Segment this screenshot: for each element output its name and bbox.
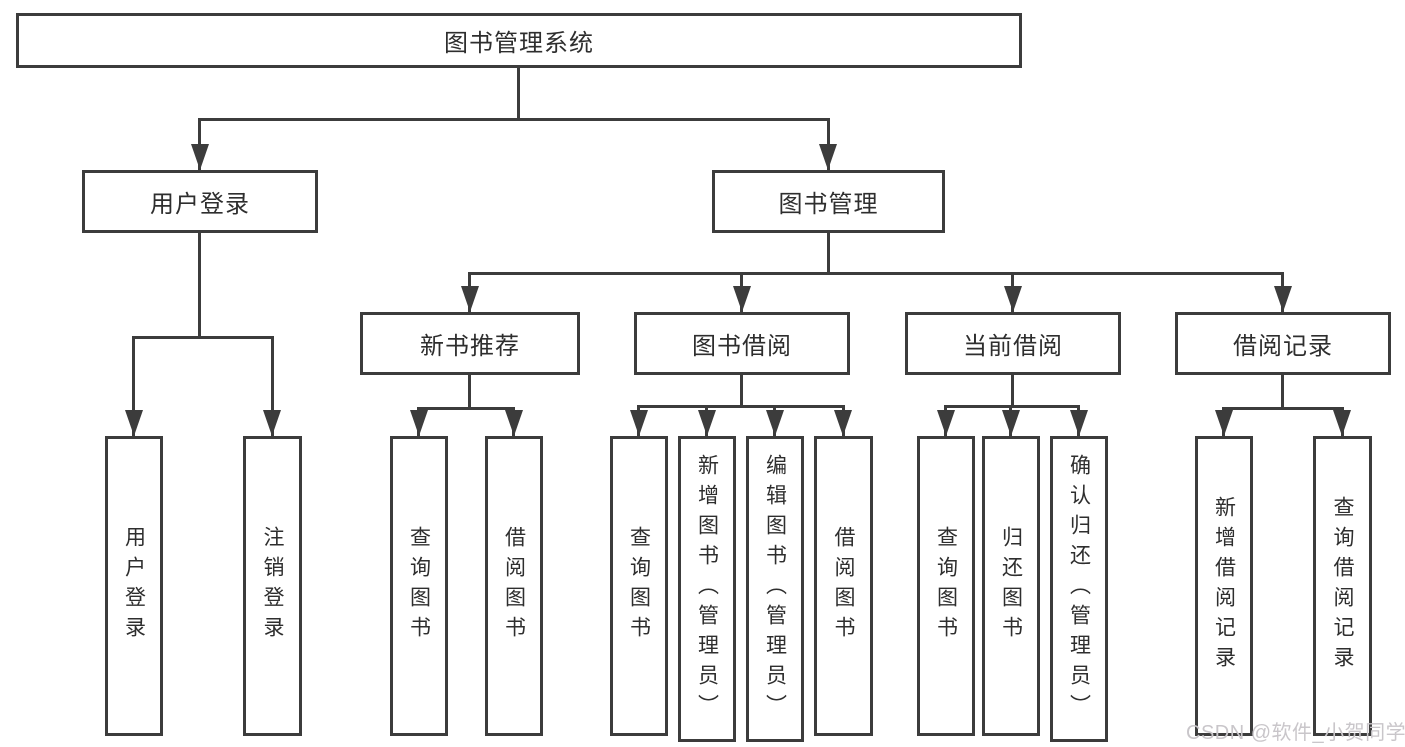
arrow-down-icon <box>1274 286 1292 312</box>
node-book-borrowing: 图书借阅 <box>634 312 850 375</box>
connector-level1-bar <box>198 118 830 121</box>
arrow-down-icon <box>733 286 751 312</box>
arrow-down-icon <box>630 410 648 436</box>
leaf-query-books: 查询图书 <box>610 436 668 736</box>
connector-user-login-bar <box>132 336 274 339</box>
connector-bar <box>417 407 515 410</box>
arrow-down-icon <box>1070 410 1088 436</box>
leaf-add-borrow-record: 新增借阅记录 <box>1195 436 1253 736</box>
leaf-add-books-admin: 新增图书（管理员） <box>678 436 736 742</box>
arrow-down-icon <box>191 144 209 170</box>
leaf-query-books: 查询图书 <box>917 436 975 736</box>
connector-bar <box>1222 407 1344 410</box>
node-new-book-recommend: 新书推荐 <box>360 312 580 375</box>
connector-root-stem <box>517 68 520 121</box>
leaf-query-borrow-record: 查询借阅记录 <box>1313 436 1372 736</box>
leaf-query-books: 查询图书 <box>390 436 448 736</box>
arrow-down-icon <box>1004 286 1022 312</box>
arrow-down-icon <box>1002 410 1020 436</box>
node-borrowing-records: 借阅记录 <box>1175 312 1391 375</box>
csdn-watermark: CSDN @软件_小贺同学 <box>1186 722 1405 744</box>
connector-stem <box>740 375 743 408</box>
connector-book-mgmt-stem <box>827 233 830 275</box>
connector-stem <box>468 375 471 410</box>
arrow-down-icon <box>505 410 523 436</box>
arrow-down-icon <box>1215 410 1233 436</box>
connector-bar <box>944 405 1080 408</box>
arrow-down-icon <box>461 286 479 312</box>
connector-level3-bar <box>468 272 1284 275</box>
arrow-down-icon <box>1333 410 1351 436</box>
arrow-down-icon <box>819 144 837 170</box>
connector-drop <box>132 336 135 436</box>
leaf-return-books: 归还图书 <box>982 436 1040 736</box>
connector-stem <box>1011 375 1014 408</box>
arrow-down-icon <box>698 410 716 436</box>
leaf-user-login: 用户登录 <box>105 436 163 736</box>
arrow-down-icon <box>125 410 143 436</box>
node-user-login: 用户登录 <box>82 170 318 233</box>
node-current-borrowing: 当前借阅 <box>905 312 1121 375</box>
connector-bar <box>637 405 845 408</box>
node-library-system: 图书管理系统 <box>16 13 1022 68</box>
leaf-borrow-books: 借阅图书 <box>814 436 873 736</box>
leaf-borrow-books: 借阅图书 <box>485 436 543 736</box>
arrow-down-icon <box>766 410 784 436</box>
leaf-logout: 注销登录 <box>243 436 302 736</box>
leaf-confirm-return-admin: 确认归还（管理员） <box>1050 436 1108 742</box>
arrow-down-icon <box>937 410 955 436</box>
connector-drop <box>271 336 274 436</box>
arrow-down-icon <box>410 410 428 436</box>
arrow-down-icon <box>263 410 281 436</box>
arrow-down-icon <box>834 410 852 436</box>
connector-user-login-stem <box>198 233 201 339</box>
node-book-management: 图书管理 <box>712 170 945 233</box>
leaf-edit-books-admin: 编辑图书（管理员） <box>746 436 804 742</box>
connector-stem <box>1281 375 1284 410</box>
